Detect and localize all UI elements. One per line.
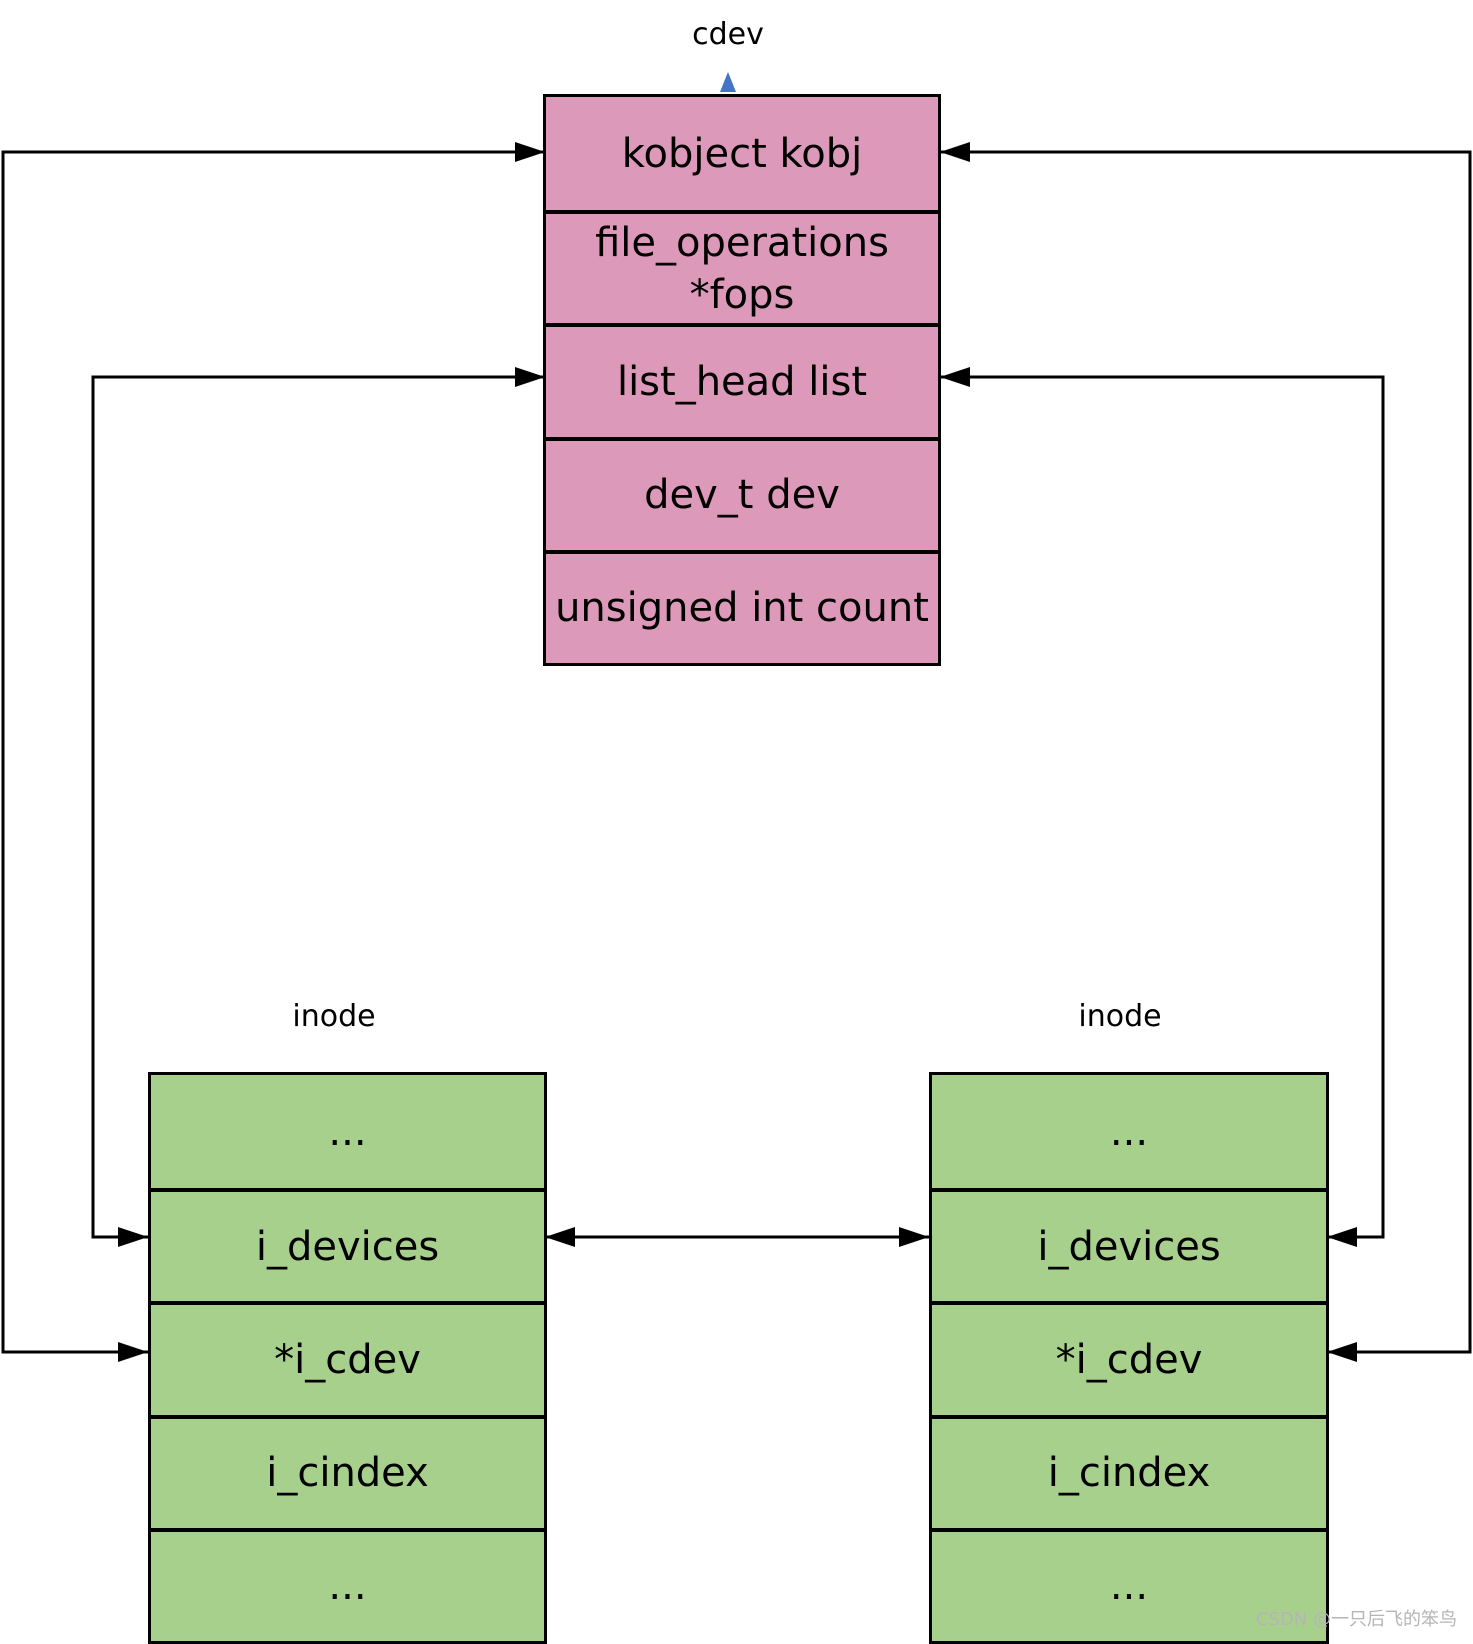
inode-right-field-ellipsis-top: ... bbox=[1109, 1108, 1149, 1155]
inode-left-field-icdev: *i_cdev bbox=[151, 1301, 544, 1414]
inode-left-field-idevices: i_devices bbox=[151, 1188, 544, 1301]
inode-right-title: inode bbox=[1078, 999, 1162, 1034]
inode-left-struct: ... i_devices *i_cdev i_cindex ... bbox=[148, 1072, 547, 1644]
inode-right-field-idevices: i_devices bbox=[932, 1188, 1326, 1301]
inode-left-title: inode bbox=[292, 999, 376, 1034]
cdev-field-dev: dev_t dev bbox=[546, 436, 938, 550]
watermark: CSDN @一只后飞的笨鸟 bbox=[1255, 1609, 1457, 1630]
inode-left-field-ellipsis-top: ... bbox=[328, 1108, 367, 1155]
cdev-title: cdev bbox=[692, 17, 764, 52]
cdev-field-count: unsigned int count bbox=[546, 549, 938, 663]
cdev-field-kobj: kobject kobj bbox=[621, 130, 863, 177]
inode-right-field-icdev: *i_cdev bbox=[932, 1301, 1326, 1414]
cdev-field-list: list_head list bbox=[546, 323, 938, 436]
inode-left-field-ellipsis-bottom: ... bbox=[151, 1527, 544, 1641]
cdev-struct: kobject kobj file_operations *fops list_… bbox=[543, 94, 941, 666]
inode-right-field-icindex: i_cindex bbox=[932, 1414, 1326, 1528]
inode-left-field-icindex: i_cindex bbox=[151, 1414, 544, 1528]
inode-right-field-ellipsis-bottom: ... bbox=[932, 1527, 1326, 1641]
cdev-field-fops: file_operations *fops bbox=[546, 210, 938, 323]
cdev-up-arrow bbox=[720, 72, 736, 92]
inode-right-struct: ... i_devices *i_cdev i_cindex ... bbox=[929, 1072, 1329, 1644]
